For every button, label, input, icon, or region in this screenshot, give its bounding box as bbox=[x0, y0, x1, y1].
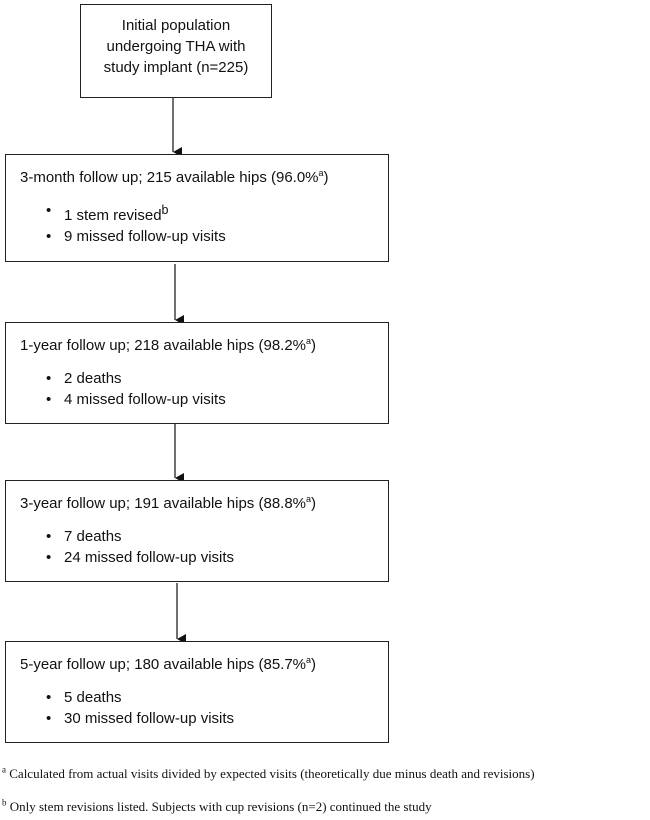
bullet-icon: • bbox=[46, 228, 52, 245]
initial-population-box: Initial population undergoing THA with s… bbox=[80, 4, 272, 98]
bullet-icon: • bbox=[46, 549, 52, 566]
footnote-text: Calculated from actual visits divided by… bbox=[6, 766, 535, 781]
footnote-marker: a bbox=[306, 494, 312, 504]
footnote-marker: a bbox=[306, 655, 312, 665]
stage-bullet-item: • 5 deaths bbox=[46, 687, 380, 708]
stage-bullet-list: • 1 stem revisedb • 9 missed follow-up vis… bbox=[20, 200, 380, 247]
footnote-text: Only stem revisions listed. Subjects wit… bbox=[6, 799, 432, 814]
stage-bullet-item: • 7 deaths bbox=[46, 526, 380, 547]
bullet-icon: • bbox=[46, 689, 52, 706]
footnote-marker: a bbox=[318, 168, 324, 178]
bullet-text: 24 missed follow-up visits bbox=[64, 549, 235, 566]
stage-box-3-year: 3-year follow up; 191 available hips (88… bbox=[5, 480, 389, 582]
initial-population-line: Initial population bbox=[121, 17, 231, 34]
stage-heading-close: ) bbox=[311, 495, 317, 512]
stage-heading: 3-month follow up; 215 available hips (9… bbox=[20, 167, 380, 188]
stage-heading: 1-year follow up; 218 available hips (98… bbox=[20, 335, 380, 356]
initial-population-line: study implant (n=225) bbox=[103, 59, 249, 76]
bullet-icon: • bbox=[46, 528, 52, 545]
stage-bullet-list: • 5 deaths • 30 missed follow-up visits bbox=[20, 687, 380, 729]
footnote-marker: b bbox=[2, 797, 7, 808]
stage-box-1-year: 1-year follow up; 218 available hips (98… bbox=[5, 322, 389, 424]
stage-bullet-item: • 1 stem revisedb bbox=[46, 200, 380, 226]
bullet-icon: • bbox=[46, 370, 52, 387]
stage-heading-text: 3-month follow up; 215 available hips (9… bbox=[20, 169, 319, 186]
bullet-text: 9 missed follow-up visits bbox=[64, 228, 226, 245]
stage-heading-close: ) bbox=[311, 337, 317, 354]
footnote-marker: a bbox=[2, 764, 6, 775]
initial-population-line: undergoing THA with bbox=[106, 38, 246, 55]
stage-heading-close: ) bbox=[323, 169, 329, 186]
footnote-marker: b bbox=[161, 203, 169, 217]
footnote-b: b Only stem revisions listed. Subjects w… bbox=[2, 797, 432, 815]
bullet-icon: • bbox=[46, 202, 52, 219]
bullet-text: 1 stem revised bbox=[64, 207, 162, 224]
stage-bullet-item: • 2 deaths bbox=[46, 368, 380, 389]
stage-heading: 3-year follow up; 191 available hips (88… bbox=[20, 493, 380, 514]
bullet-text: 30 missed follow-up visits bbox=[64, 710, 235, 727]
stage-heading-close: ) bbox=[311, 656, 317, 673]
bullet-text: 7 deaths bbox=[64, 528, 122, 545]
stage-box-3-month: 3-month follow up; 215 available hips (9… bbox=[5, 154, 389, 262]
stage-bullet-item: • 9 missed follow-up visits bbox=[46, 226, 380, 247]
stage-bullet-item: • 24 missed follow-up visits bbox=[46, 547, 380, 568]
bullet-text: 4 missed follow-up visits bbox=[64, 391, 226, 408]
bullet-icon: • bbox=[46, 710, 52, 727]
stage-bullet-list: • 7 deaths • 24 missed follow-up visits bbox=[20, 526, 380, 568]
bullet-icon: • bbox=[46, 391, 52, 408]
footnote-marker: a bbox=[306, 336, 312, 346]
stage-heading-text: 1-year follow up; 218 available hips (98… bbox=[20, 337, 307, 354]
footnote-a: a Calculated from actual visits divided … bbox=[2, 764, 535, 782]
stage-heading-text: 3-year follow up; 191 available hips (88… bbox=[20, 495, 307, 512]
stage-heading: 5-year follow up; 180 available hips (85… bbox=[20, 654, 380, 675]
stage-bullet-list: • 2 deaths • 4 missed follow-up visits bbox=[20, 368, 380, 410]
stage-bullet-item: • 4 missed follow-up visits bbox=[46, 389, 380, 410]
bullet-text: 5 deaths bbox=[64, 689, 122, 706]
stage-box-5-year: 5-year follow up; 180 available hips (85… bbox=[5, 641, 389, 743]
bullet-text: 2 deaths bbox=[64, 370, 122, 387]
stage-bullet-item: • 30 missed follow-up visits bbox=[46, 708, 380, 729]
stage-heading-text: 5-year follow up; 180 available hips (85… bbox=[20, 656, 307, 673]
